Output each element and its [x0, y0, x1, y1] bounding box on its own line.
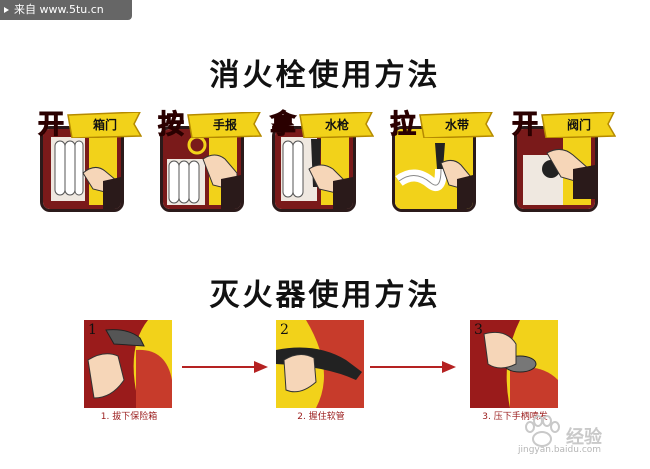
extinguisher-step-3: 3 3. 压下手柄喷发	[470, 320, 560, 430]
watermark-main: 经验	[566, 427, 602, 448]
hose-icon	[395, 129, 473, 209]
extinguisher-step-1: 1 1. 拔下保险箱	[84, 320, 174, 430]
step-caption: 2. 握住软管	[297, 412, 345, 422]
step-number: 3	[474, 322, 483, 338]
arrow-right-icon	[182, 361, 268, 373]
hydrant-step-3: 拿 水枪	[269, 108, 376, 212]
step-object: 箱门	[92, 118, 117, 132]
pull-pin-icon: 1	[84, 320, 172, 408]
step-verb: 按	[157, 110, 185, 141]
ribbon-icon	[541, 112, 616, 138]
ribbon-icon	[299, 112, 374, 138]
step-object: 阀门	[566, 118, 591, 132]
hydrant-step-4: 拉 水带	[389, 108, 496, 212]
hydrant-step-2: 按 手报	[157, 108, 264, 212]
ribbon-icon	[67, 112, 142, 138]
step-object: 水带	[444, 118, 469, 132]
watermark: 经验 jingyan.baidu.com	[518, 415, 638, 459]
step-verb: 开	[511, 110, 539, 141]
step-illustration	[514, 126, 598, 212]
alarm-button-icon	[163, 129, 241, 209]
step-verb: 拉	[389, 110, 417, 141]
cabinet-open-icon	[43, 129, 121, 209]
step-illustration	[40, 126, 124, 212]
hydrant-title: 消火栓使用方法	[209, 58, 441, 93]
valve-icon	[517, 129, 595, 209]
step-caption: 3. 压下手柄喷发	[482, 412, 548, 422]
step-verb: 拿	[269, 110, 297, 141]
extinguisher-step-2: 2 2. 握住软管	[276, 320, 366, 430]
step-illustration	[392, 126, 476, 212]
step-object: 水枪	[324, 118, 349, 132]
press-handle-icon: 3	[470, 320, 558, 408]
source-badge[interactable]: 来自 www.5tu.cn	[0, 0, 132, 20]
hydrant-step-5: 开 阀门	[511, 108, 618, 212]
hold-hose-icon: 2	[276, 320, 364, 408]
extinguisher-title: 灭火器使用方法	[209, 278, 441, 313]
step-caption: 1. 拔下保险箱	[100, 412, 158, 422]
paw-logo-icon	[525, 415, 560, 447]
arrow-right-icon	[370, 361, 456, 373]
watermark-sub: jingyan.baidu.com	[518, 445, 602, 455]
step-number: 2	[280, 322, 289, 338]
step-verb: 开	[37, 110, 65, 141]
ribbon-icon	[187, 112, 262, 138]
water-gun-icon	[275, 129, 353, 209]
step-object: 手报	[212, 118, 237, 132]
ribbon-icon	[419, 112, 494, 138]
hydrant-step-1: 开 箱门	[37, 108, 144, 212]
step-number: 1	[88, 322, 97, 338]
